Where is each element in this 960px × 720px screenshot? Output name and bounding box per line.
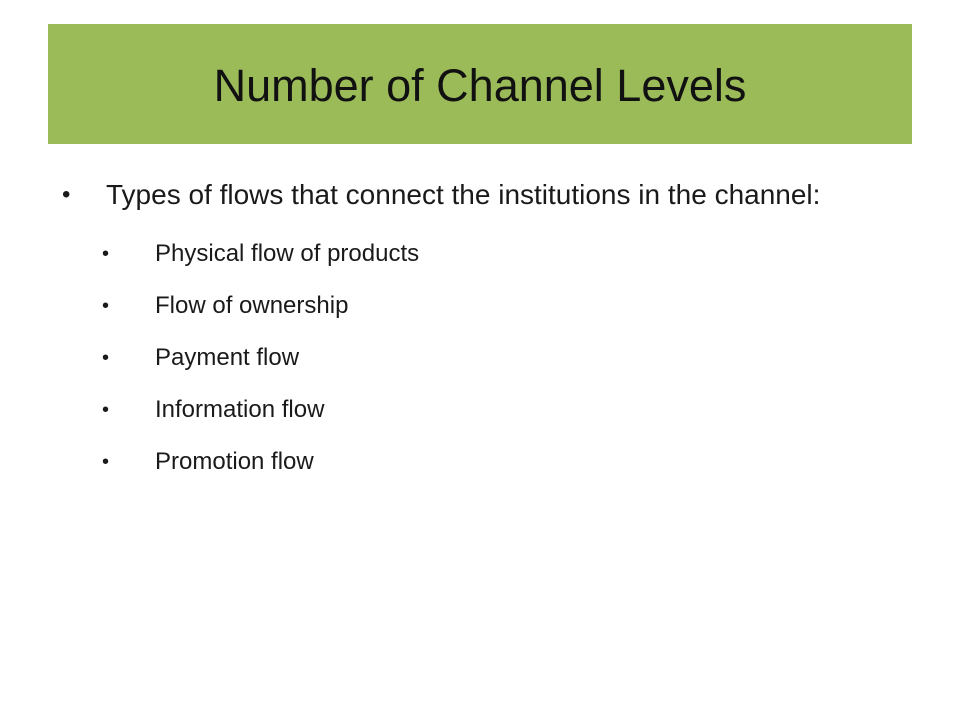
sub-bullet-item: • Physical flow of products [48,228,908,280]
slide-content: • Types of flows that connect the instit… [48,172,908,488]
bullet-dot-icon: • [102,295,110,317]
slide-title: Number of Channel Levels [213,60,747,111]
sub-bullet-text: Information flow [155,396,325,423]
sub-bullet-item: • Information flow [48,384,908,436]
sub-bullet-item: • Payment flow [48,332,908,384]
sub-bullet-text: Promotion flow [155,448,314,475]
sub-bullet-text: Flow of ownership [155,292,349,319]
sub-bullet-text: Physical flow of products [155,240,420,267]
bullet-item: • Types of flows that connect the instit… [48,172,908,218]
bullet-dot-icon: • [102,243,110,265]
sub-bullet-text: Payment flow [155,344,300,371]
bullet-dot-icon: • [102,451,110,473]
bullet-dot-icon: • [62,181,71,208]
bullet-text: Types of flows that connect the institut… [106,179,821,210]
bullet-dot-icon: • [102,347,110,369]
sub-bullet-item: • Flow of ownership [48,280,908,332]
sub-bullet-item: • Promotion flow [48,436,908,488]
title-bar: Number of Channel Levels [48,24,912,144]
sub-bullet-list: • Physical flow of products • Flow of ow… [48,228,908,488]
bullet-dot-icon: • [102,399,110,421]
